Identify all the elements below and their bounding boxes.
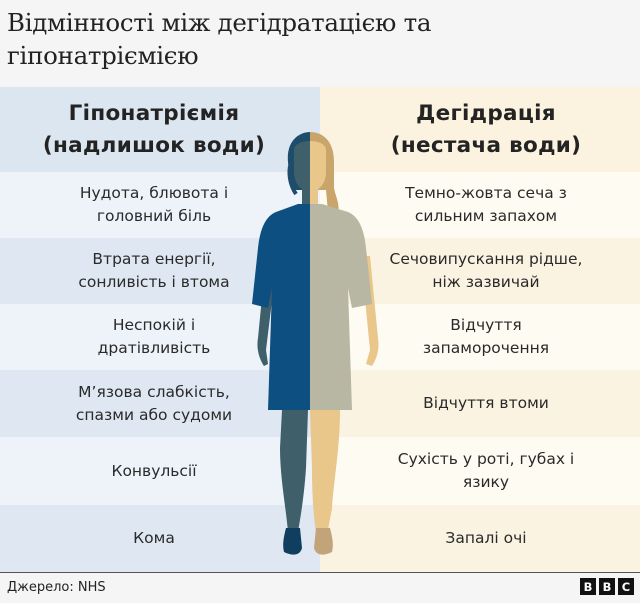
symptom-text: Конвульсії <box>111 461 197 480</box>
symptom-row: Конвульсії <box>0 437 320 505</box>
symptom-row: Кома <box>0 505 320 572</box>
infographic-title: Відмінності між дегідратацією та гіпонат… <box>7 8 432 70</box>
bbc-logo-letter: C <box>618 578 634 595</box>
symptom-text: М’язова слабкість, <box>78 382 230 401</box>
symptom-row: Сухість у роті, губах і язику <box>320 437 640 505</box>
symptom-text: Неспокій і <box>112 316 196 334</box>
symptom-text: головний біль <box>96 207 212 225</box>
hyponatremia-subtitle: (надлишок води) <box>42 132 266 158</box>
symptom-text: Темно-жовта сеча з <box>405 184 567 202</box>
hyponatremia-header: Гіпонатріємія (надлишок води) <box>0 87 320 172</box>
symptom-text: сильним запахом <box>414 207 558 225</box>
dehydration-title: Дегідрація <box>416 100 556 126</box>
symptom-text: запаморочення <box>422 339 550 357</box>
symptom-text: язику <box>462 473 510 491</box>
hyponatremia-half-figure <box>252 132 310 555</box>
symptom-text: Сухість у роті, губах і <box>397 450 575 468</box>
footer-divider <box>0 572 640 573</box>
bbc-logo: B B C <box>580 578 634 595</box>
symptom-text: Нудота, блювота і <box>79 184 229 202</box>
symptom-text: Відчуття <box>450 316 522 334</box>
dehydration-column: Дегідрація (нестача води) Темно-жовта се… <box>320 87 640 572</box>
symptom-text: Кома <box>133 529 175 547</box>
woman-figure-illustration <box>252 132 379 555</box>
symptom-row: Запалі очі <box>320 505 640 572</box>
bbc-logo-letter: B <box>599 578 615 595</box>
dehydration-header: Дегідрація (нестача води) <box>320 87 640 172</box>
symptom-text: Відчуття втоми <box>423 394 549 412</box>
dehydration-subtitle: (нестача води) <box>390 132 582 158</box>
hyponatremia-title: Гіпонатріємія <box>68 100 240 126</box>
symptom-text: сонливість і втома <box>78 273 230 291</box>
symptom-row: Відчуття втоми <box>320 370 640 437</box>
bbc-logo-letter: B <box>580 578 596 595</box>
symptom-text: ніж зазвичай <box>432 273 540 291</box>
symptom-text: Втрата енергії, <box>92 250 216 268</box>
symptom-text: Запалі очі <box>445 529 527 547</box>
symptom-text: Сечовипускання рідше, <box>389 250 583 268</box>
symptom-text: спазми або судоми <box>75 405 233 424</box>
dehydration-half-figure <box>310 132 379 555</box>
symptom-row: М’язова слабкість, спазми або судоми <box>0 370 320 437</box>
source-label: Джерело: NHS <box>7 580 106 595</box>
symptom-text: дратівливість <box>97 339 211 357</box>
symptom-row: Темно-жовта сеча з сильним запахом <box>320 172 640 238</box>
